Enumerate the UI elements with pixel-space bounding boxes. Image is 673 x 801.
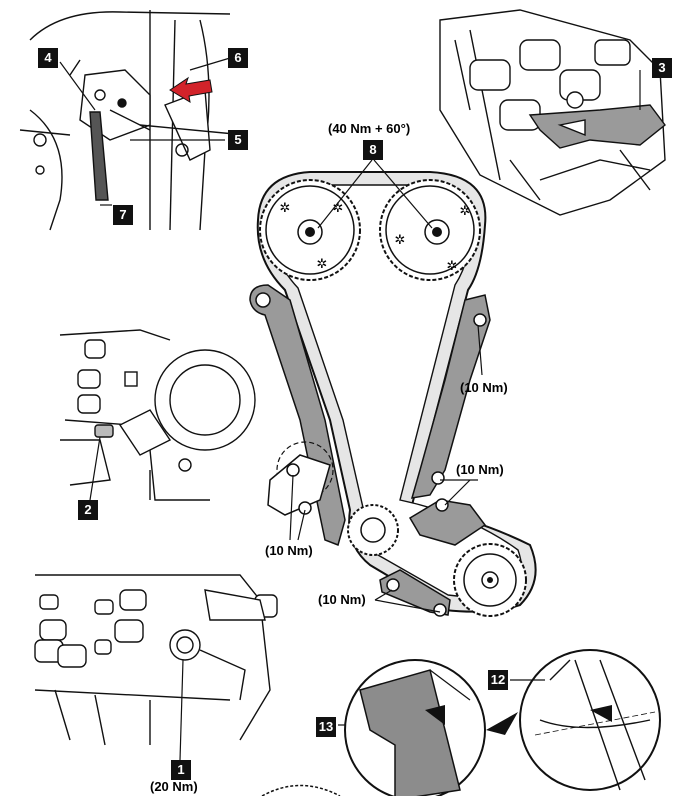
svg-text:✲: ✲ — [395, 233, 406, 248]
callout-7: 7 — [113, 205, 133, 225]
pointer-arrow-icon — [486, 712, 518, 735]
torque-bottom-guide: (10 Nm) — [318, 592, 366, 607]
callout-1: 1 — [171, 760, 191, 780]
callout-8: 8 — [363, 140, 383, 160]
callout-leaders — [59, 57, 641, 761]
svg-text:✲: ✲ — [460, 204, 471, 219]
cam-sprocket-right: ✲ ✲ ✲ — [379, 179, 481, 281]
callout-12: 12 — [488, 670, 508, 690]
svg-text:✲: ✲ — [447, 259, 458, 274]
red-arrow-icon — [169, 76, 213, 103]
magnifier-detail-13 — [338, 659, 486, 801]
cam-sprocket-left: ✲ ✲ ✲ — [259, 179, 361, 281]
detail-camshaft-lock-tool — [439, 9, 666, 216]
callout-3: 3 — [652, 58, 672, 78]
detail-crank-pin — [59, 329, 256, 501]
detail-crank-bolt — [34, 574, 278, 746]
svg-text:✲: ✲ — [280, 201, 291, 216]
callout-2: 2 — [78, 500, 98, 520]
torque-camshaft-sprockets: (40 Nm + 60°) — [328, 121, 411, 136]
main-timing-chain: ✲ ✲ ✲ ✲ ✲ ✲ — [249, 159, 537, 617]
oil-pump-sprocket — [453, 543, 527, 617]
detail-locking-pin — [19, 10, 246, 231]
torque-tensioner-left: (10 Nm) — [265, 543, 313, 558]
callout-4: 4 — [38, 48, 58, 68]
torque-guide-lower: (10 Nm) — [456, 462, 504, 477]
callout-6: 6 — [228, 48, 248, 68]
torque-guide-upper: (10 Nm) — [460, 380, 508, 395]
crank-sprocket — [347, 504, 399, 556]
magnifier-detail-12 — [519, 649, 661, 791]
torque-crank-bolt: (20 Nm) — [150, 779, 198, 794]
callout-13: 13 — [316, 717, 336, 737]
callout-5: 5 — [228, 130, 248, 150]
svg-text:✲: ✲ — [317, 257, 328, 272]
svg-text:✲: ✲ — [333, 201, 344, 216]
